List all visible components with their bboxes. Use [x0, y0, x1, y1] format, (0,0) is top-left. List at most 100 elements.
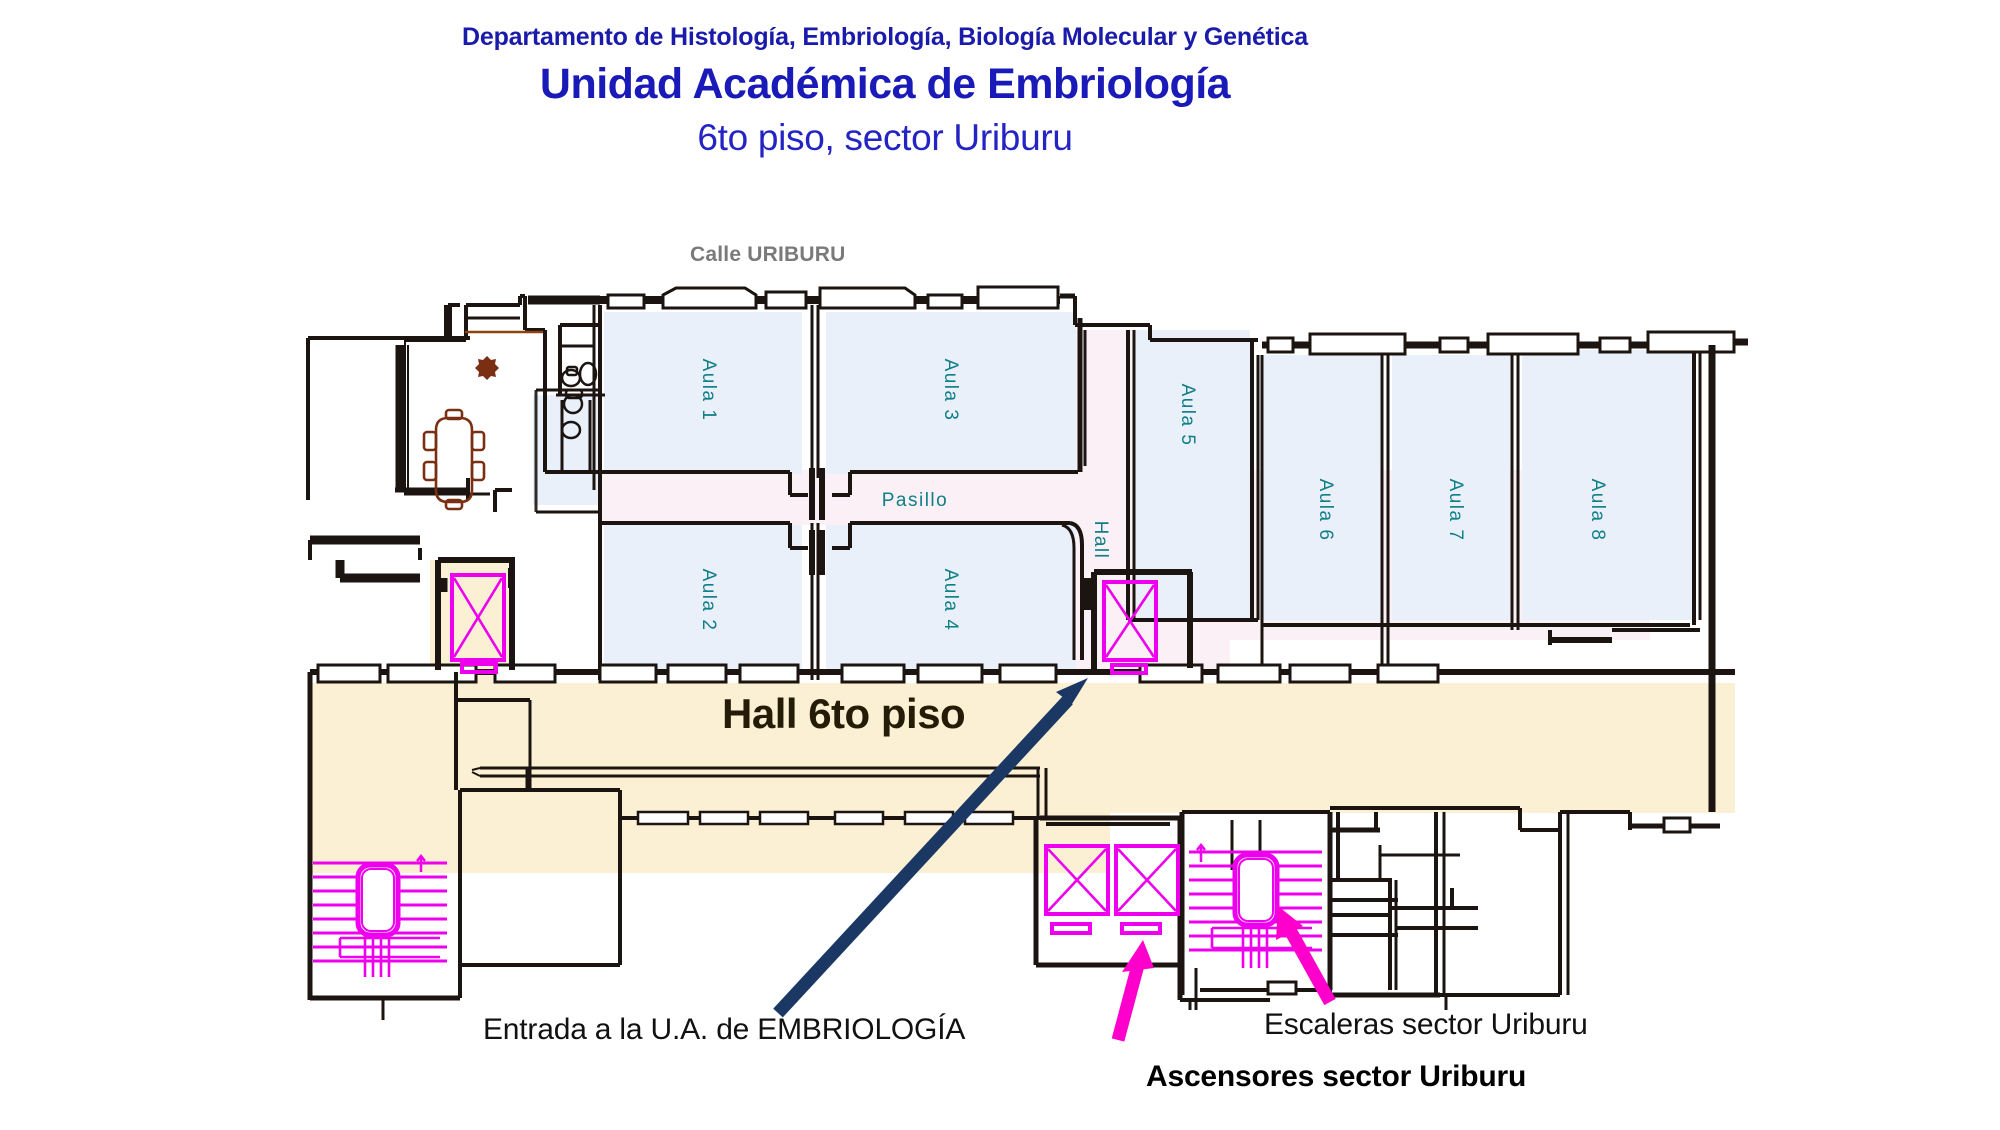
wall-mid-long-cap	[471, 767, 481, 771]
unit-title: Unidad Académica de Embriología	[539, 60, 1231, 108]
facade-balcony-r3	[1646, 330, 1736, 354]
aula-4-label: Aula 4	[940, 569, 961, 632]
facade-window-3	[926, 293, 964, 310]
plant-icon	[475, 356, 499, 380]
aula-7-label: Aula 7	[1445, 479, 1466, 542]
facade-openings-right	[1266, 330, 1736, 356]
aula-2-fill	[604, 525, 802, 670]
facade-balcony-2	[818, 286, 917, 310]
chair-bottom	[444, 498, 464, 511]
south-opening-4	[598, 663, 658, 684]
chair-l1	[422, 430, 438, 452]
chair-top	[444, 408, 464, 421]
meeting-table	[434, 416, 474, 504]
facade-window-r3	[1598, 336, 1632, 354]
south-opening-11	[1216, 663, 1282, 684]
street-label-uriburu: Calle URIBURU	[690, 243, 846, 266]
floor-subtitle: 6to piso, sector Uriburu	[697, 116, 1073, 158]
elevator-b-door	[1120, 922, 1162, 935]
callout-entrada: Entrada a la U.A. de EMBRIOLOGÍA	[483, 1013, 966, 1046]
lm-opening-2	[698, 810, 750, 826]
aula-2-label: Aula 2	[698, 569, 719, 632]
aula-5-label: Aula 5	[1177, 384, 1198, 447]
corridor-label: Pasillo	[882, 490, 948, 511]
meeting-table-group	[422, 356, 499, 511]
south-opening-6	[738, 663, 800, 684]
facade-balcony-3	[976, 285, 1060, 310]
south-opening-12	[1288, 663, 1352, 684]
facade-window-r2	[1438, 336, 1470, 354]
elevator-left-x	[452, 577, 504, 658]
left-office-fill	[533, 395, 598, 505]
ascensores-arrow-shaft	[1111, 963, 1145, 1042]
wall-aula4-right-round-b	[1061, 523, 1076, 660]
elevator-mid-x	[1104, 584, 1156, 658]
callout-ascensores: Ascensores sector Uriburu	[1146, 1060, 1527, 1093]
facade-balcony-r2	[1486, 332, 1580, 356]
room-labels: Aula 1 Aula 2 Aula 3 Aula 4 Aula 5 Aula …	[698, 359, 1608, 632]
escaleras-arrow-head	[1276, 906, 1303, 940]
elevator-left-door	[460, 662, 498, 674]
hall-vertical-label: Hall	[1090, 521, 1111, 560]
aula-7-fill	[1392, 355, 1510, 620]
callout-escaleras: Escaleras sector Uriburu	[1264, 1008, 1588, 1041]
aula-1-label: Aula 1	[698, 359, 719, 422]
ascensores-arrow-head	[1122, 940, 1154, 972]
escaleras-arrow-shaft	[1284, 926, 1336, 1006]
stair-door	[1266, 980, 1298, 996]
annotation-arrows	[773, 678, 1336, 1042]
callout-hall-6to-piso: Hall 6to piso	[722, 690, 966, 737]
facade-window-2	[764, 290, 808, 310]
toilet-tank-1	[565, 365, 579, 377]
hall-zone-fill-left	[310, 683, 1110, 873]
stairs-west-rail	[338, 936, 440, 959]
aula-8-label: Aula 8	[1587, 479, 1608, 542]
stairs-east-well-inner	[1238, 858, 1274, 922]
toilet-tank-2	[564, 388, 584, 400]
aula-1-fill	[604, 312, 802, 474]
lm-opening-5	[903, 810, 955, 826]
stairs-west	[313, 853, 447, 977]
stairs-east-up-arrow	[1196, 842, 1206, 862]
facade-window	[606, 293, 646, 310]
south-opening-3	[493, 663, 557, 684]
lm-opening-1	[636, 810, 690, 826]
department-title: Departamento de Histología, Embriología,…	[462, 23, 1308, 51]
wall-mid-long-cap-b	[471, 771, 481, 777]
south-opening-8	[916, 663, 984, 684]
chair-l2	[422, 460, 438, 482]
aula-6-fill	[1262, 355, 1380, 620]
elevator-a-door	[1050, 922, 1092, 935]
south-opening-5	[666, 663, 728, 684]
entrance-arrow-head	[1056, 678, 1088, 704]
lm-opening-3	[758, 810, 810, 826]
elevator-b-x	[1117, 848, 1177, 912]
wall-aula4-right-round	[1069, 521, 1084, 660]
aula-8-fill	[1522, 350, 1694, 620]
bathroom-fixtures	[560, 361, 598, 440]
walls	[306, 285, 1748, 1020]
south-opening-7	[840, 663, 906, 684]
south-opening-9	[998, 663, 1058, 684]
elevator-mid-door	[1110, 663, 1148, 675]
sink-2	[578, 361, 598, 387]
chair-r2	[470, 460, 486, 482]
stairs-west-well-inner	[361, 868, 395, 932]
toilet-2	[562, 393, 584, 415]
elevator-left-car	[450, 573, 506, 662]
rb-opening	[1662, 816, 1692, 834]
elevator-mid-car	[1102, 580, 1158, 662]
lower-mid-openings	[636, 810, 1015, 826]
aula-6-label: Aula 6	[1315, 479, 1336, 542]
page-heading: Departamento de Histología, Embriología,…	[0, 0, 1770, 160]
lm-opening-6	[963, 810, 1015, 826]
facade-openings	[606, 285, 1060, 310]
stairs-west-up-arrow	[416, 853, 426, 872]
aula-4-fill	[826, 525, 1076, 670]
sink-1	[560, 420, 582, 440]
south-opening-1	[316, 663, 382, 684]
entrance-arrow-shaft	[773, 695, 1073, 1018]
